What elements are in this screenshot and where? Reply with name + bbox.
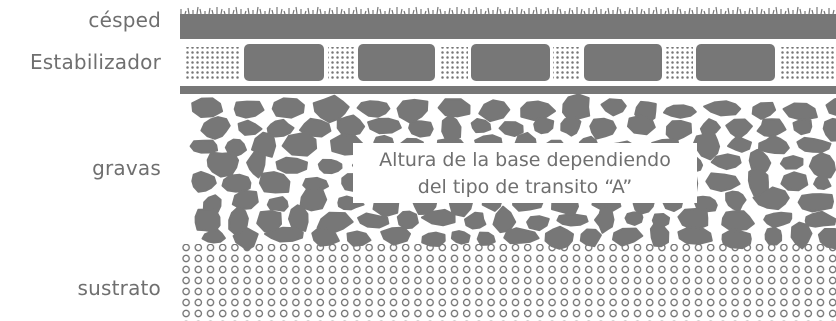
sustrato-label: sustrato (77, 276, 161, 300)
base-height-annotation: Altura de la base dependiendo del tipo d… (353, 143, 697, 203)
cesped-label: césped (88, 8, 161, 32)
cesped-layer (180, 6, 836, 39)
stabilizer-layer (180, 44, 836, 94)
substrate-layer (180, 244, 836, 321)
estabilizador-label: Estabilizador (29, 50, 161, 74)
gravas-label: gravas (92, 156, 161, 180)
